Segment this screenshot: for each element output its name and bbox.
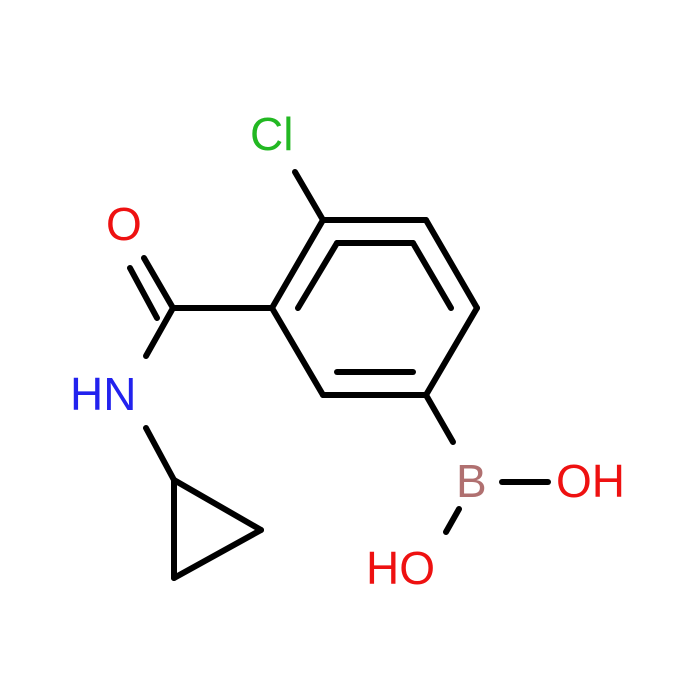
bond-ring-upper-right-inner (410, 240, 454, 311)
bond-ring-b (423, 392, 456, 445)
chlorine-label: Cl (250, 108, 293, 160)
bond-c-n (143, 305, 176, 359)
bond-ring-upper-right (423, 217, 480, 311)
hydroxyl-right-label: OH (556, 455, 625, 507)
bond-c-o-1 (141, 255, 176, 311)
carbonyl-oxygen-label: O (106, 198, 142, 250)
amide-nh-label: HN (70, 368, 136, 420)
bond-ring-lower-right (423, 305, 480, 398)
bond-n-cyclopropyl (143, 425, 177, 483)
bond-c-cl (292, 169, 326, 223)
bonds (127, 169, 551, 581)
bond-c-o-2 (127, 265, 160, 321)
bond-ring-upper-left-inner (295, 240, 340, 311)
bond-ring-upper-left (269, 217, 326, 311)
atom-labels: Cl O HN B OH HO (70, 108, 625, 594)
bond-cp-2 (171, 527, 264, 581)
hydroxyl-bottom-label: HO (366, 542, 435, 594)
bond-ring-lower-left (269, 305, 326, 398)
bond-cp-1 (171, 477, 264, 533)
bond-b-oh-bottom (443, 506, 462, 535)
boron-label: B (456, 455, 487, 507)
